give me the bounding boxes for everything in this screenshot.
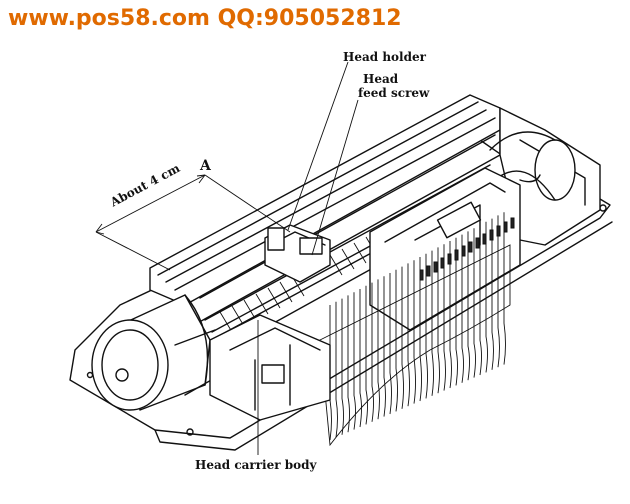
frame [149, 94, 601, 331]
cable-strip [341, 298, 344, 435]
cable-strip [389, 273, 392, 415]
watermark-text: www.pos58.com QQ:905052812 [8, 6, 402, 31]
cable-contact [440, 257, 445, 269]
flex-cable [319, 212, 515, 447]
cable-strip [443, 244, 446, 391]
cable-contact [482, 233, 487, 245]
cable-contact [454, 249, 459, 261]
front-frame [209, 314, 331, 421]
cable-contact [419, 269, 424, 281]
cable-strip [431, 250, 434, 396]
head-holder [264, 224, 331, 283]
cable-contact [426, 265, 431, 277]
cable-strip [437, 247, 440, 394]
cable-strip [473, 228, 476, 378]
cable-strip [497, 215, 500, 368]
cable-strip [479, 225, 482, 376]
inner-frame [369, 167, 521, 331]
label-head-carrier-body: Head carrier body [195, 458, 317, 472]
cable-strip [413, 260, 416, 404]
cable-strip [353, 292, 356, 430]
cable-strip [335, 301, 338, 438]
cable-contact [475, 237, 480, 249]
cable-strip [383, 276, 386, 417]
cable-contact [510, 217, 515, 229]
cable-strip [365, 285, 368, 425]
cable-strip [485, 221, 488, 373]
cable-strip [419, 257, 422, 402]
cable-strip [371, 282, 374, 422]
cable-strip [461, 234, 464, 383]
cable-strip [491, 218, 494, 370]
cable-strip [407, 263, 410, 407]
cable-strip [503, 212, 506, 365]
cable-strip [377, 279, 380, 420]
cable-contact [496, 225, 501, 237]
cable-band-outline [319, 244, 511, 447]
cable-strip [467, 231, 470, 381]
motor [91, 294, 221, 411]
cable-strip [425, 253, 428, 399]
cable-strip [455, 237, 458, 386]
cable-strip [401, 266, 404, 409]
cable-strip [347, 295, 350, 433]
annotation-lines [95, 61, 359, 455]
label-point-a: A [200, 158, 211, 174]
label-head-holder: Head holder [343, 50, 426, 64]
label-head-feed-screw-line1: Head [363, 72, 399, 86]
cable-strip [395, 269, 398, 412]
label-head-feed-screw-line2: feed screw [358, 86, 430, 100]
cable-strip [449, 241, 452, 389]
cable-contact [503, 221, 508, 233]
cable-contact [447, 253, 452, 265]
cable-contact [489, 229, 494, 241]
cable-strip [359, 289, 362, 428]
cable-contact [433, 261, 438, 273]
cable-contact [468, 241, 473, 253]
cable-contact [461, 245, 466, 257]
